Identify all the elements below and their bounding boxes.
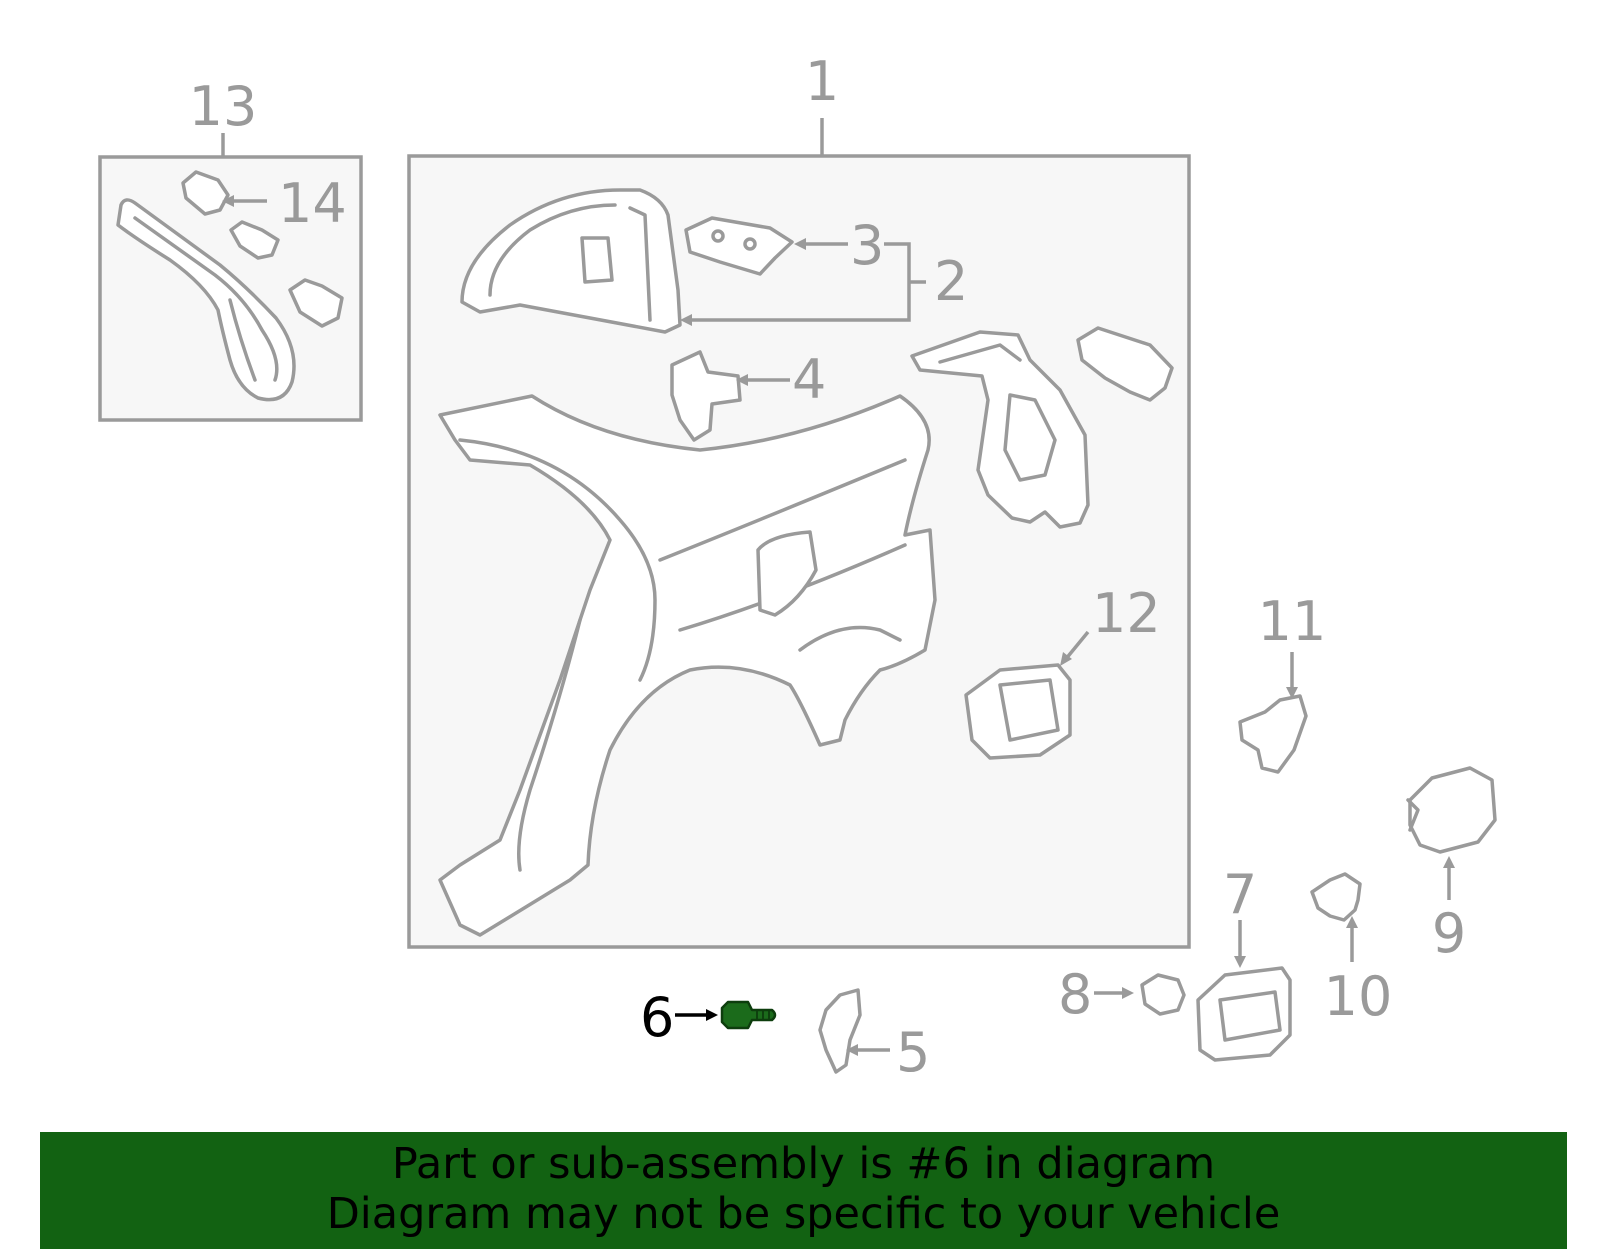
bracket-icon[interactable] — [670, 350, 790, 442]
wheelhouse-icon[interactable] — [910, 330, 1090, 529]
callout-4: 4 — [792, 348, 826, 411]
callout-11: 11 — [1258, 590, 1327, 653]
callout-10: 10 — [1324, 965, 1393, 1028]
spring-icon[interactable] — [1310, 872, 1362, 962]
fuel-door-icon[interactable] — [1406, 766, 1497, 900]
info-banner: Part or sub-assembly is #6 in diagram Di… — [40, 1132, 1567, 1249]
leader-6 — [675, 1009, 718, 1021]
callout-6: 6 — [640, 986, 674, 1049]
callout-14: 14 — [278, 172, 347, 235]
callout-8: 8 — [1058, 963, 1092, 1026]
bracket-icon[interactable] — [684, 216, 794, 276]
callout-1: 1 — [805, 50, 839, 113]
quarter-panel-icon[interactable] — [438, 394, 937, 937]
bolt-icon[interactable] — [720, 1000, 777, 1030]
wheelhouse-icon[interactable] — [460, 188, 682, 334]
callout-9: 9 — [1432, 902, 1466, 965]
callout-2: 2 — [934, 250, 968, 313]
callout-13: 13 — [189, 75, 258, 138]
callout-3: 3 — [850, 214, 884, 277]
fuel-door-icon[interactable] — [964, 630, 1090, 760]
bracket-icon[interactable] — [1076, 326, 1174, 402]
fuel-door-icon[interactable] — [1196, 920, 1292, 1062]
leader-2-3 — [680, 238, 926, 326]
callout-12: 12 — [1092, 582, 1161, 645]
grommet-icon[interactable] — [1094, 973, 1186, 1016]
callout-5: 5 — [896, 1021, 930, 1084]
clip-icon[interactable] — [181, 170, 344, 328]
banner-line-2: Diagram may not be specific to your vehi… — [326, 1189, 1281, 1239]
parts-diagram: 1 2 3 4 5 6 7 8 9 10 11 12 13 14 — [98, 50, 1497, 1084]
callout-7: 7 — [1223, 863, 1257, 926]
bracket-icon[interactable] — [818, 988, 890, 1074]
trim-strip-icon[interactable] — [116, 198, 296, 402]
hinge-icon[interactable] — [1238, 652, 1308, 774]
banner-line-1: Part or sub-assembly is #6 in diagram — [391, 1139, 1216, 1189]
